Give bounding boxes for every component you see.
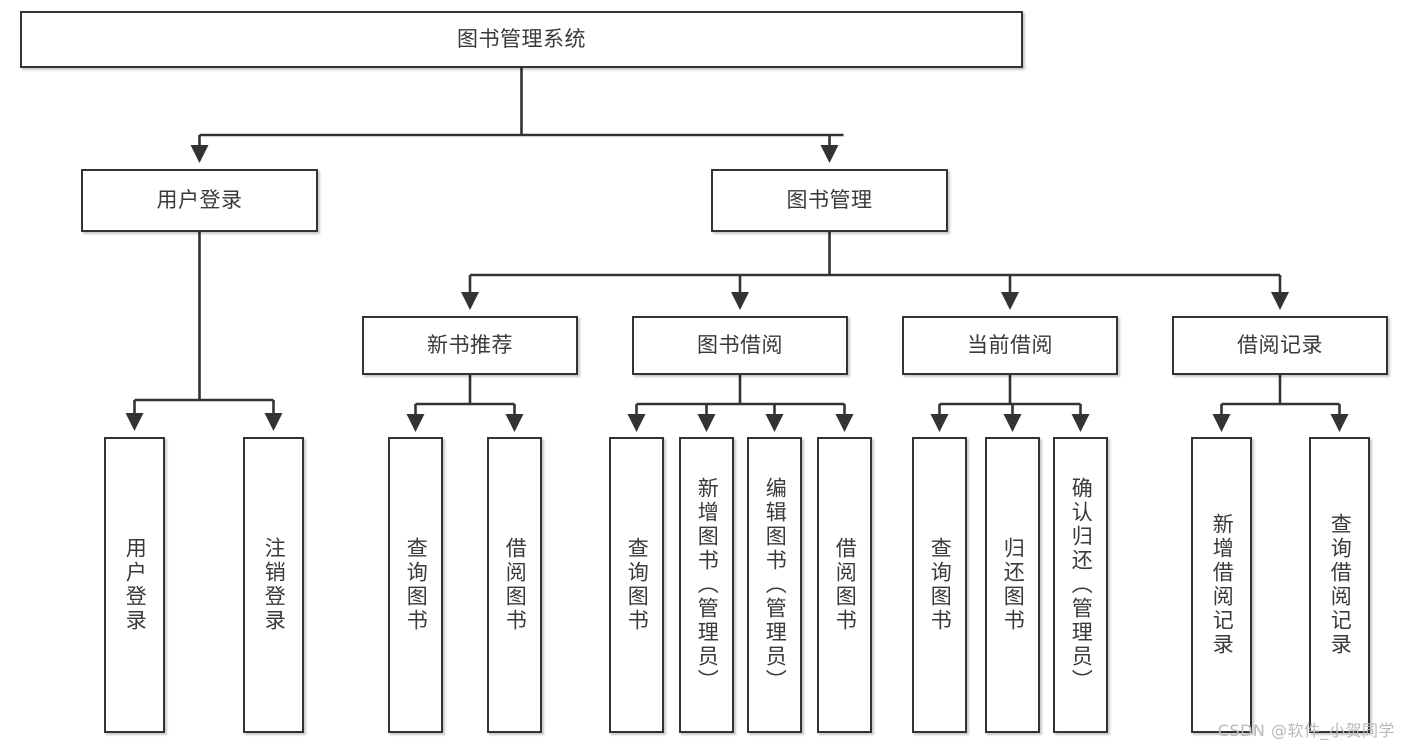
node-user-login[interactable]: 用户登录 [81,169,318,232]
node-current-borrow[interactable]: 当前借阅 [902,316,1118,375]
node-leaf-query-book-bb-label: 查询图书 [625,537,650,633]
node-leaf-query-book-bb[interactable]: 查询图书 [609,437,664,733]
node-leaf-add-book[interactable]: 新增图书（管理员） [679,437,734,733]
node-leaf-add-record-label: 新增借阅记录 [1210,513,1235,657]
node-leaf-user-login[interactable]: 用户登录 [104,437,165,733]
node-leaf-borrow-book-bb[interactable]: 借阅图书 [817,437,872,733]
node-leaf-add-record[interactable]: 新增借阅记录 [1191,437,1252,733]
node-root-label: 图书管理系统 [457,26,586,51]
node-leaf-user-logout[interactable]: 注销登录 [243,437,304,733]
node-root[interactable]: 图书管理系统 [20,11,1023,68]
node-book-manage[interactable]: 图书管理 [711,169,948,232]
node-leaf-edit-book[interactable]: 编辑图书（管理员） [747,437,802,733]
node-leaf-query-book-rec-label: 查询图书 [404,537,429,633]
node-current-borrow-label: 当前借阅 [967,332,1053,357]
node-leaf-confirm-return-label: 确认归还（管理员） [1069,477,1094,693]
node-leaf-user-logout-label: 注销登录 [262,537,287,633]
node-user-login-label: 用户登录 [156,187,243,212]
node-book-borrow[interactable]: 图书借阅 [632,316,848,375]
node-leaf-query-book-rec[interactable]: 查询图书 [388,437,443,733]
node-leaf-return-book[interactable]: 归还图书 [985,437,1040,733]
node-borrow-record-label: 借阅记录 [1237,332,1323,357]
node-leaf-query-record-label: 查询借阅记录 [1328,513,1353,657]
node-leaf-user-login-label: 用户登录 [123,537,148,633]
node-borrow-record[interactable]: 借阅记录 [1172,316,1388,375]
node-leaf-return-book-label: 归还图书 [1001,537,1026,633]
node-leaf-query-book-cb[interactable]: 查询图书 [912,437,967,733]
node-leaf-query-book-cb-label: 查询图书 [928,537,953,633]
node-leaf-add-book-label: 新增图书（管理员） [695,477,720,693]
node-book-borrow-label: 图书借阅 [697,332,783,357]
node-leaf-edit-book-label: 编辑图书（管理员） [763,477,788,693]
node-leaf-confirm-return[interactable]: 确认归还（管理员） [1053,437,1108,733]
node-leaf-borrow-book-rec[interactable]: 借阅图书 [487,437,542,733]
csdn-watermark: CSDN @软件_小贺同学 [1217,721,1395,740]
node-leaf-borrow-book-bb-label: 借阅图书 [833,537,858,633]
node-new-book-rec[interactable]: 新书推荐 [362,316,578,375]
node-leaf-query-record[interactable]: 查询借阅记录 [1309,437,1370,733]
node-book-manage-label: 图书管理 [786,187,873,212]
node-leaf-borrow-book-rec-label: 借阅图书 [503,537,528,633]
node-new-book-rec-label: 新书推荐 [427,332,513,357]
